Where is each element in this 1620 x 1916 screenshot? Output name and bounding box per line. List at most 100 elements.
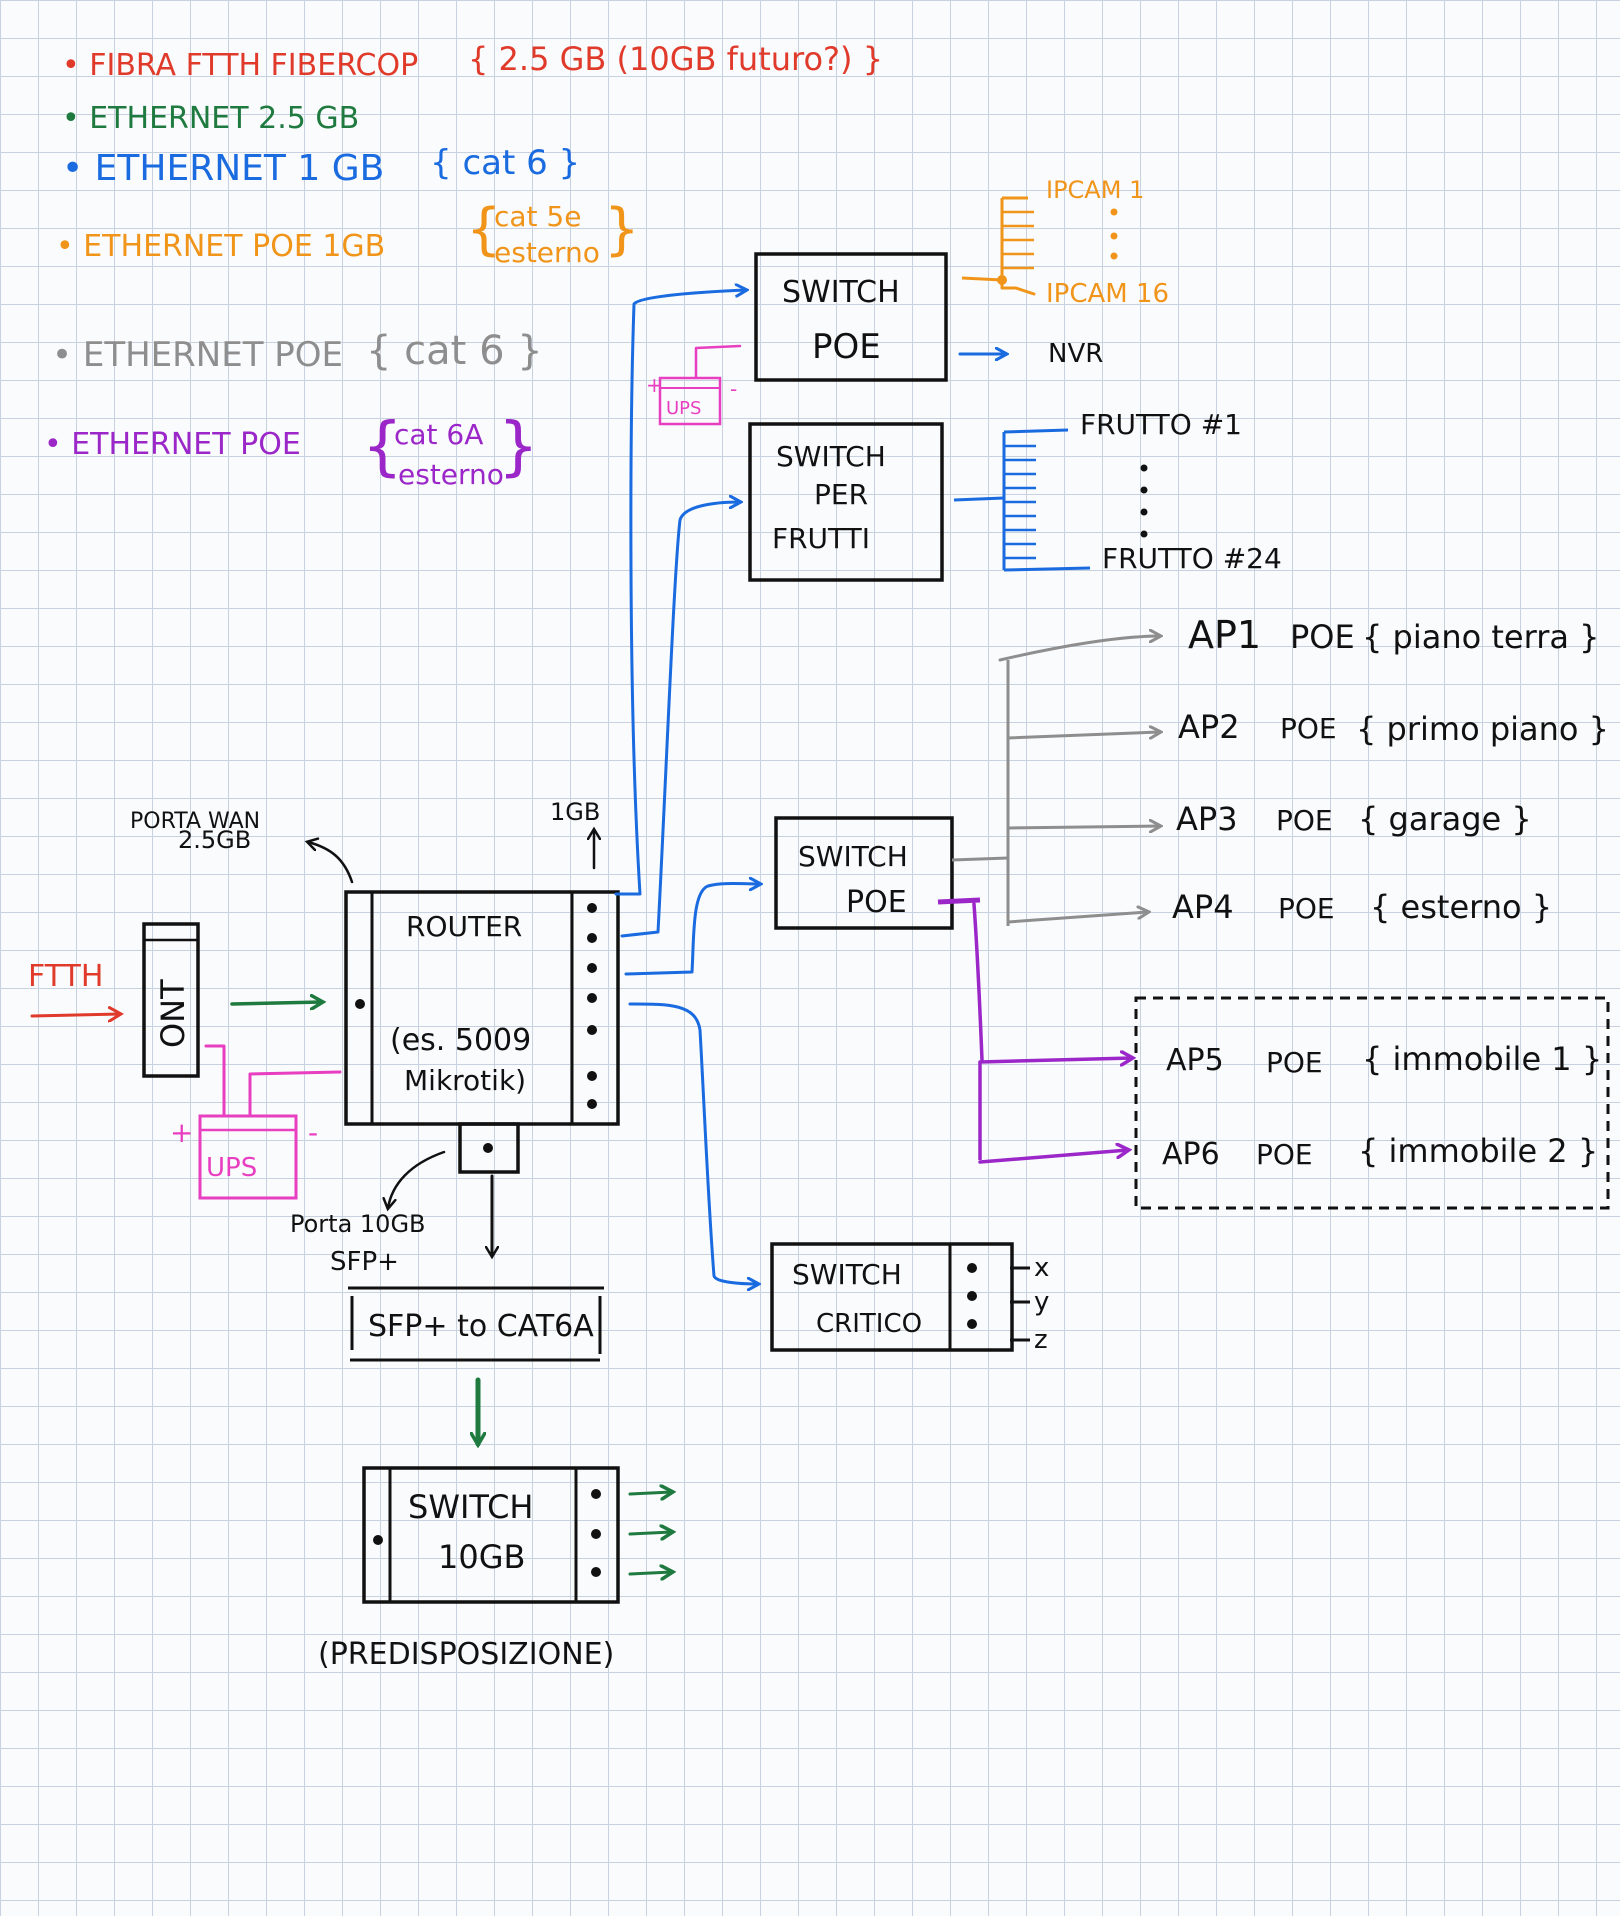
fiber-link	[30, 1014, 120, 1016]
ups-main: UPS + -	[170, 1044, 342, 1200]
legend-poe-cat5e-note2: esterno	[494, 236, 600, 269]
switch-poe-cameras: SWITCH POE	[754, 252, 948, 382]
ups-main-minus: -	[308, 1116, 318, 1149]
legend: • FIBRA FTTH FIBERCOP { 2.5 GB (10GB fut…	[44, 40, 883, 491]
nvr-label: NVR	[1048, 339, 1103, 369]
switch-10gb-box	[362, 1466, 620, 1604]
critico-x-label: x	[1034, 1253, 1049, 1283]
router-1gb-links	[614, 290, 760, 1284]
switch-10gb: SWITCH 10GB	[362, 1466, 672, 1604]
ont-label: ONT	[154, 979, 192, 1048]
predisposizione-label: (PREDISPOSIZIONE)	[318, 1637, 614, 1672]
legend-poe-cat6a: • ETHERNET POE	[44, 427, 301, 462]
ap-6-name: AP6	[1162, 1137, 1220, 1172]
sfp-port-pointer	[388, 1150, 446, 1208]
ipcam-first-label: IPCAM 1	[1046, 176, 1144, 204]
ftth-entry: FTTH	[28, 959, 120, 1016]
ap-3-name: AP3	[1176, 800, 1238, 838]
ap-1-type: POE	[1290, 618, 1355, 656]
sfp-converter-label: SFP+ to CAT6A	[368, 1309, 594, 1344]
switch-frutti-line3: FRUTTI	[772, 522, 870, 555]
switch-poe-cameras-box	[754, 252, 948, 382]
legend-poe-cat6a-brace-l: {	[362, 410, 403, 484]
ap-5-location: { immobile 1 }	[1362, 1040, 1602, 1078]
switch-critico-line2: CRITICO	[816, 1309, 922, 1339]
ap-6-type: POE	[1256, 1138, 1313, 1171]
ap-2-location: { primo piano }	[1356, 710, 1609, 748]
switch-poe-ap: SWITCH POE	[774, 816, 954, 930]
legend-poe-cat5e-brace-l: {	[466, 197, 502, 262]
access-points: AP1 POE { piano terra } AP2 POE { primo …	[1162, 613, 1609, 1172]
frutti-fanout: FRUTTO #1 FRUTTO #24	[953, 408, 1282, 575]
switch-critico-line1: SWITCH	[792, 1258, 902, 1291]
ap-6-location: { immobile 2 }	[1358, 1132, 1598, 1170]
router-to-switch-poe-ap-link	[624, 884, 760, 976]
switch-critico-box	[770, 1242, 1014, 1352]
frutto-first-label: FRUTTO #1	[1080, 408, 1242, 441]
wan-label-line1: PORTA WAN	[130, 809, 260, 834]
ftth-label: FTTH	[28, 959, 103, 994]
switch-poe-cameras-line1: SWITCH	[782, 275, 900, 310]
switch-poe-ap-line1: SWITCH	[798, 840, 908, 873]
router-model-line2: Mikrotik)	[404, 1064, 526, 1097]
ups-main-box	[198, 1114, 298, 1200]
router-ports	[587, 903, 597, 1109]
camera-fanout: IPCAM 1 IPCAM 16	[961, 176, 1169, 309]
ont-to-router-link	[230, 1002, 322, 1004]
legend-poe-cat5e-brace-r: }	[604, 197, 640, 262]
router-to-switch-poe-cam-link	[614, 290, 746, 896]
remote-buildings-group	[1134, 996, 1610, 1210]
ap-4-location: { esterno }	[1370, 888, 1552, 926]
ap-3-type: POE	[1276, 804, 1333, 837]
ups-small-plus: +	[646, 373, 663, 397]
wan-label-line2: 2.5GB	[178, 826, 251, 854]
ap-2: AP2 POE { primo piano }	[1178, 708, 1609, 748]
ont-box	[142, 922, 200, 1078]
router-1gb-label: 1GB	[550, 798, 600, 826]
legend-poe-cat6a-note2: esterno	[398, 458, 504, 491]
ap-5: AP5 POE { immobile 1 }	[1166, 1040, 1602, 1079]
sfp-converter: SFP+ to CAT6A	[348, 1286, 604, 1362]
switch-poe-ap-line2: POE	[846, 885, 907, 920]
legend-poe-cat5e-note1: cat 5e	[494, 200, 581, 233]
ap-1-name: AP1	[1188, 613, 1261, 657]
ap-4: AP4 POE { esterno }	[1172, 888, 1552, 926]
ap-1: AP1 POE { piano terra }	[1188, 613, 1600, 657]
switch-critico: SWITCH CRITICO x y z	[770, 1242, 1049, 1355]
ups-small-minus: -	[730, 377, 737, 401]
ups-small-label: UPS	[666, 398, 701, 419]
frutto-last-label: FRUTTO #24	[1102, 542, 1282, 575]
purple-ap-links	[937, 897, 1132, 1164]
router-title: ROUTER	[406, 910, 522, 943]
router-to-switch-critico-link	[628, 1002, 758, 1284]
legend-fiber-note: { 2.5 GB (10GB futuro?) }	[468, 40, 883, 78]
legend-fiber: • FIBRA FTTH FIBERCOP	[62, 48, 418, 83]
legend-poe-cat6-note: { cat 6 }	[366, 328, 543, 374]
ipcam-last-label: IPCAM 16	[1046, 279, 1169, 309]
switch-10gb-line1: SWITCH	[408, 1488, 533, 1526]
ap-5-type: POE	[1266, 1046, 1323, 1079]
switch-frutti: SWITCH PER FRUTTI	[748, 422, 944, 582]
legend-eth1: • ETHERNET 1 GB	[62, 148, 384, 189]
ups-small-box	[658, 376, 722, 426]
legend-eth1-note: { cat 6 }	[430, 143, 580, 183]
wan-pointer-arrow	[308, 842, 354, 884]
legend-poe-cat6: • ETHERNET POE	[52, 335, 343, 375]
legend-poe-cat5e: • ETHERNET POE 1GB	[56, 229, 385, 264]
ap-4-type: POE	[1278, 892, 1335, 925]
legend-poe-cat6a-brace-r: }	[498, 410, 539, 484]
ont: ONT	[142, 922, 200, 1078]
ups-main-label: UPS	[206, 1153, 257, 1183]
ap-3-location: { garage }	[1358, 800, 1532, 838]
switch-frutti-line1: SWITCH	[776, 440, 886, 473]
critico-y-label: y	[1034, 1287, 1049, 1317]
legend-poe-cat6a-note1: cat 6A	[394, 418, 483, 451]
ap-3: AP3 POE { garage }	[1176, 800, 1532, 838]
ap-1-location: { piano terra }	[1362, 618, 1600, 656]
switch-frutti-box	[748, 422, 944, 582]
ap-6: AP6 POE { immobile 2 }	[1162, 1132, 1598, 1172]
switch-frutti-line2: PER	[814, 478, 868, 511]
ap-4-name: AP4	[1172, 888, 1234, 926]
router-model-line1: (es. 5009	[390, 1023, 531, 1058]
